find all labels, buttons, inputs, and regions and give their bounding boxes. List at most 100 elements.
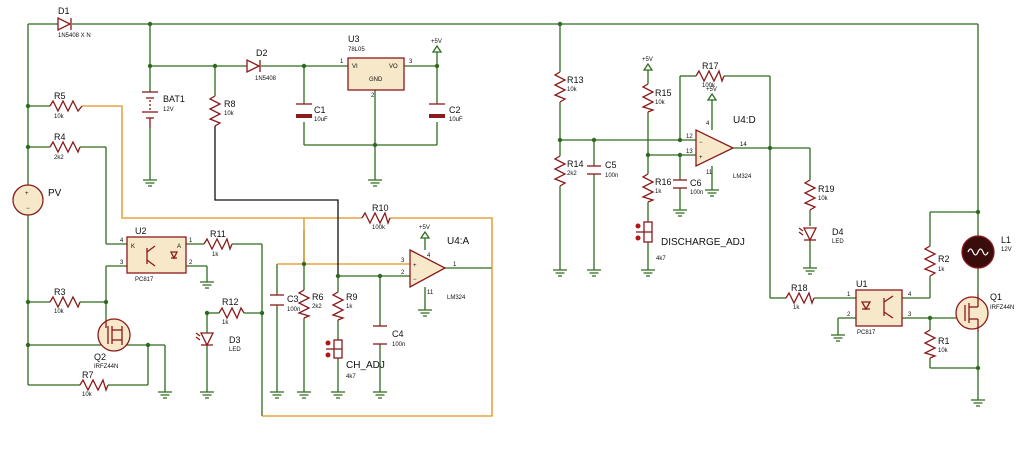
bat1-ref: BAT1 xyxy=(163,94,185,104)
r3-ref: R3 xyxy=(54,287,66,297)
r4-ref: R4 xyxy=(54,132,66,142)
capacitor-c2: C2 10uF xyxy=(429,103,463,123)
junction-dots xyxy=(25,21,981,371)
r18-value: 1k xyxy=(793,305,800,311)
battery-bat1: BAT1 12V xyxy=(142,91,185,128)
r3-value: 10k xyxy=(54,309,65,315)
q2-value: IRFZ44N xyxy=(94,364,118,370)
capacitor-c6: C6 100n xyxy=(673,178,703,196)
r6-value: 2k2 xyxy=(312,304,322,310)
r14-ref: R14 xyxy=(567,159,584,169)
u1-pin-4: 4 xyxy=(908,292,912,298)
svg-text:−: − xyxy=(413,277,417,283)
discharge-adj-ref: DISCHARGE_ADJ xyxy=(661,237,745,248)
c6-value: 100n xyxy=(690,190,703,196)
r12-ref: R12 xyxy=(222,297,239,307)
r8-value: 10k xyxy=(224,111,235,117)
capacitor-c4: C4 100n xyxy=(373,325,405,348)
u1-pin-2: 2 xyxy=(847,312,851,318)
r4-value: 2k2 xyxy=(54,155,64,161)
u1-value: PC817 xyxy=(857,330,876,336)
ch-adj-ref: CH_ADJ xyxy=(346,360,385,371)
r1-ref: R1 xyxy=(938,336,950,346)
capacitor-c5: C5 100n xyxy=(587,160,618,179)
resistor-r14: R14 2k2 xyxy=(553,155,584,187)
r16-ref: R16 xyxy=(655,177,672,187)
led-d3: D3 LED xyxy=(195,332,241,353)
capacitor-c3: C3 100n xyxy=(270,294,300,313)
r11-ref: R11 xyxy=(210,229,226,239)
optocoupler-u1: 1 2 4 3 U1 PC817 xyxy=(847,279,912,336)
r7-ref: R7 xyxy=(82,370,94,380)
d2-ref: D2 xyxy=(256,48,268,58)
resistor-r8: R8 10k xyxy=(208,95,236,127)
r10-ref: R10 xyxy=(372,203,389,213)
ch-adj-value: 4k7 xyxy=(346,374,356,380)
u2-k-pin: K xyxy=(131,244,135,250)
d4-value: LED xyxy=(832,239,844,245)
mosfet-q1: Q1 IRFZ44N xyxy=(955,292,1014,332)
opamp-u4a: + − 3 2 1 4 11 U4:A LM324 xyxy=(401,236,470,301)
u2-pin-3: 3 xyxy=(120,260,124,266)
capacitor-c1: C1 10uF xyxy=(296,103,328,123)
potentiometer-discharge-adj[interactable]: DISCHARGE_ADJ 4k7 xyxy=(635,221,745,262)
d4-ref: D4 xyxy=(832,227,844,237)
r2-ref: R2 xyxy=(938,254,950,264)
u4a-pin-4: 4 xyxy=(427,253,431,259)
u1-pin-3: 3 xyxy=(908,312,912,318)
u3-pin-2: 2 xyxy=(371,93,375,99)
c5-value: 100n xyxy=(605,173,618,179)
supply-label: +5V xyxy=(642,57,653,63)
resistor-r10: R10 100k xyxy=(361,203,391,231)
r7-value: 10k xyxy=(82,392,93,398)
l1-value: 12V xyxy=(1001,247,1012,253)
r6-ref: R6 xyxy=(312,292,324,302)
resistor-r13: R13 10k xyxy=(553,71,584,103)
c3-value: 100n xyxy=(287,307,300,313)
d3-ref: D3 xyxy=(229,335,241,345)
r5-value: 10k xyxy=(54,114,65,120)
svg-text:−: − xyxy=(699,140,703,146)
diode-d2: D2 1N5408 xyxy=(246,48,277,82)
d1-ref: D1 xyxy=(58,6,70,16)
u4d-value: LM324 xyxy=(733,174,752,180)
c6-ref: C6 xyxy=(690,178,702,188)
c3-ref: C3 xyxy=(287,294,299,304)
l1-ref: L1 xyxy=(1001,235,1011,245)
resistor-r11: R11 1k xyxy=(203,229,233,258)
c2-ref: C2 xyxy=(449,105,461,115)
potentiometer-ch-adj[interactable]: CH_ADJ 4k7 xyxy=(325,339,385,380)
q1-value: IRFZ44N xyxy=(990,305,1014,311)
r15-ref: R15 xyxy=(655,88,672,98)
resistor-r6: R6 2k2 xyxy=(297,289,324,319)
r16-value: 1k xyxy=(655,189,662,195)
u1-ref: U1 xyxy=(856,279,868,289)
c4-value: 100n xyxy=(392,342,405,348)
r15-value: 10k xyxy=(655,100,666,106)
u4a-pin-1: 1 xyxy=(453,262,457,268)
r11-value: 1k xyxy=(212,252,219,258)
u3-ref: U3 xyxy=(348,34,360,44)
wires xyxy=(27,23,979,416)
resistor-r15: R15 10k xyxy=(641,83,672,113)
pv-ref: PV xyxy=(48,188,62,199)
led-d4: D4 LED xyxy=(798,227,844,245)
supply-label: +5V xyxy=(706,87,717,93)
resistor-r18: R18 1k xyxy=(785,283,815,311)
u4d-pin-13: 13 xyxy=(686,149,693,155)
r13-ref: R13 xyxy=(567,75,584,85)
opamp-u4d: − + 12 13 14 4 11 U4:D LM324 xyxy=(686,115,756,180)
c2-value: 10uF xyxy=(449,117,463,123)
c1-ref: C1 xyxy=(314,105,326,115)
resistor-r7: R7 10k xyxy=(79,370,109,398)
u4d-pin-11: 11 xyxy=(706,170,713,176)
u2-pin-1: 1 xyxy=(189,238,193,244)
resistor-r9: R9 1k xyxy=(331,291,358,321)
resistor-r3: R3 10k xyxy=(49,287,81,315)
svg-text:+: + xyxy=(699,155,703,161)
supply-5v-terminals: +5V +5V +5V +5V xyxy=(419,39,718,239)
u2-pin-4: 4 xyxy=(120,238,124,244)
r8-ref: R8 xyxy=(224,99,236,109)
